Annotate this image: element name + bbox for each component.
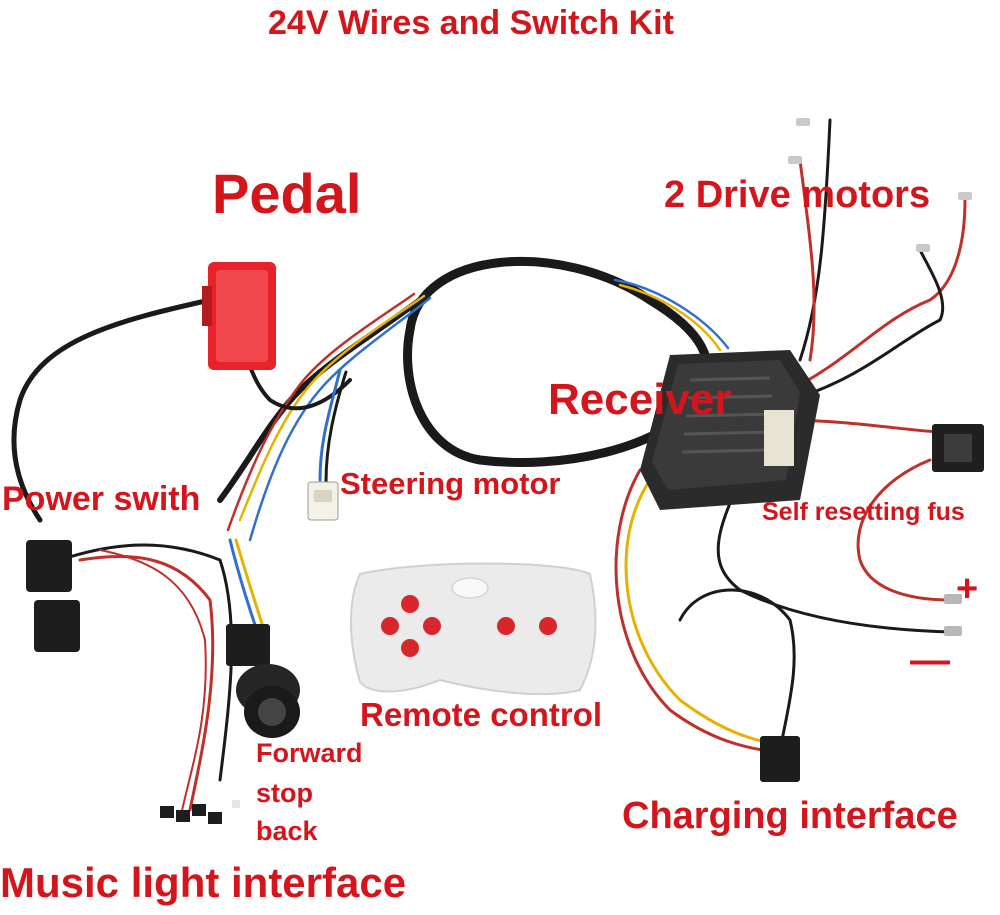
diagram-title: 24V Wires and Switch Kit [268,4,674,42]
receiver-part [640,350,820,510]
label-forward: Forward [256,738,363,768]
label-stop: stop [256,778,313,808]
label-receiver: Receiver [548,375,732,424]
label-drive-motors: 2 Drive motors [664,174,931,216]
music-light-connectors [160,800,240,824]
label-remote-control: Remote control [360,696,603,733]
label-fuse: Self resetting fus [762,498,965,526]
power-switches [26,540,80,652]
label-music-light-interface: Music light interface [0,859,407,906]
remote-control-part [350,562,597,696]
label-charging-interface: Charging interface [622,795,958,837]
label-power-switch: Power swith [2,480,201,518]
label-steering-motor: Steering motor [340,466,561,501]
label-pedal: Pedal [212,162,362,225]
fuse-part [932,424,984,472]
charging-connector [760,736,800,782]
battery-terminals [944,594,962,636]
steering-connector [307,481,339,521]
pedal-part [202,262,276,370]
label-plus: + [956,568,979,610]
motor-connectors [788,118,972,252]
gear-shift-part [226,624,300,738]
label-minus: — [910,638,950,682]
label-back: back [256,816,318,846]
wire-harness [11,118,967,821]
